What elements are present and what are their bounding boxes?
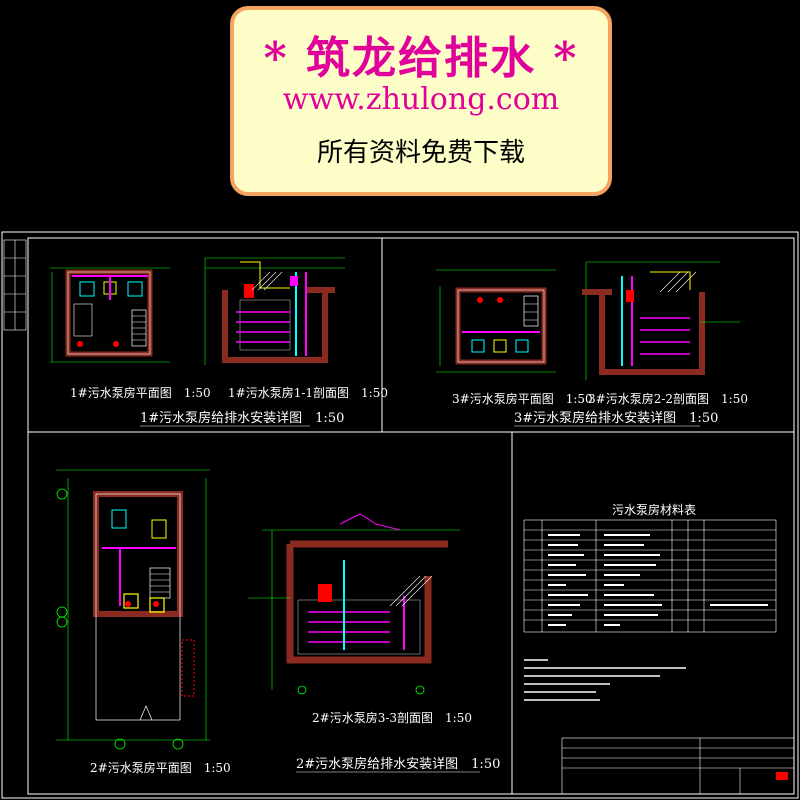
banner-subtitle: 所有资料免费下载 [316,138,525,168]
p3-group-caption: 3#污水泵房给排水安装详图 1:50 [514,410,718,426]
p2-plan-drawing [56,469,210,741]
binding-strip [3,239,27,331]
materials-table-fill [548,534,768,626]
watermark-banner: * 筑龙给排水 * www.zhulong.com 所有资料免费下载 [230,6,612,196]
p1-plan-caption: 1#污水泵房平面图 1:50 [70,385,211,400]
materials-title: 污水泵房材料表 [612,502,696,517]
p2-group-caption: 2#污水泵房给排水安装详图 1:50 [296,756,500,772]
title-block [561,737,795,795]
outer-frame [1,231,799,799]
design-notes [524,659,686,701]
p3-plan-drawing [436,269,556,373]
p2-section-caption: 2#污水泵房3-3剖面图 1:50 [312,710,472,725]
title-block-stamp [776,772,788,780]
p1-section-drawing [204,257,345,365]
p3-section-drawing [582,261,740,380]
inner-frame [27,237,795,795]
p2-axis-markers [56,488,184,750]
p3-section-caption: 3#污水泵房2-2剖面图 1:50 [588,391,748,406]
banner-url: www.zhulong.com [282,82,560,117]
banner-title: * 筑龙给排水 * [263,33,579,84]
p1-plan-drawing [50,267,170,363]
p1-group-caption: 1#污水泵房给排水安装详图 1:50 [140,410,344,426]
p3-plan-caption: 3#污水泵房平面图 1:50 [452,391,593,406]
p2-plan-caption: 2#污水泵房平面图 1:50 [90,760,231,775]
p2-section-drawing [248,513,460,695]
materials-table [523,519,777,633]
p1-section-caption: 1#污水泵房1-1剖面图 1:50 [228,385,388,400]
